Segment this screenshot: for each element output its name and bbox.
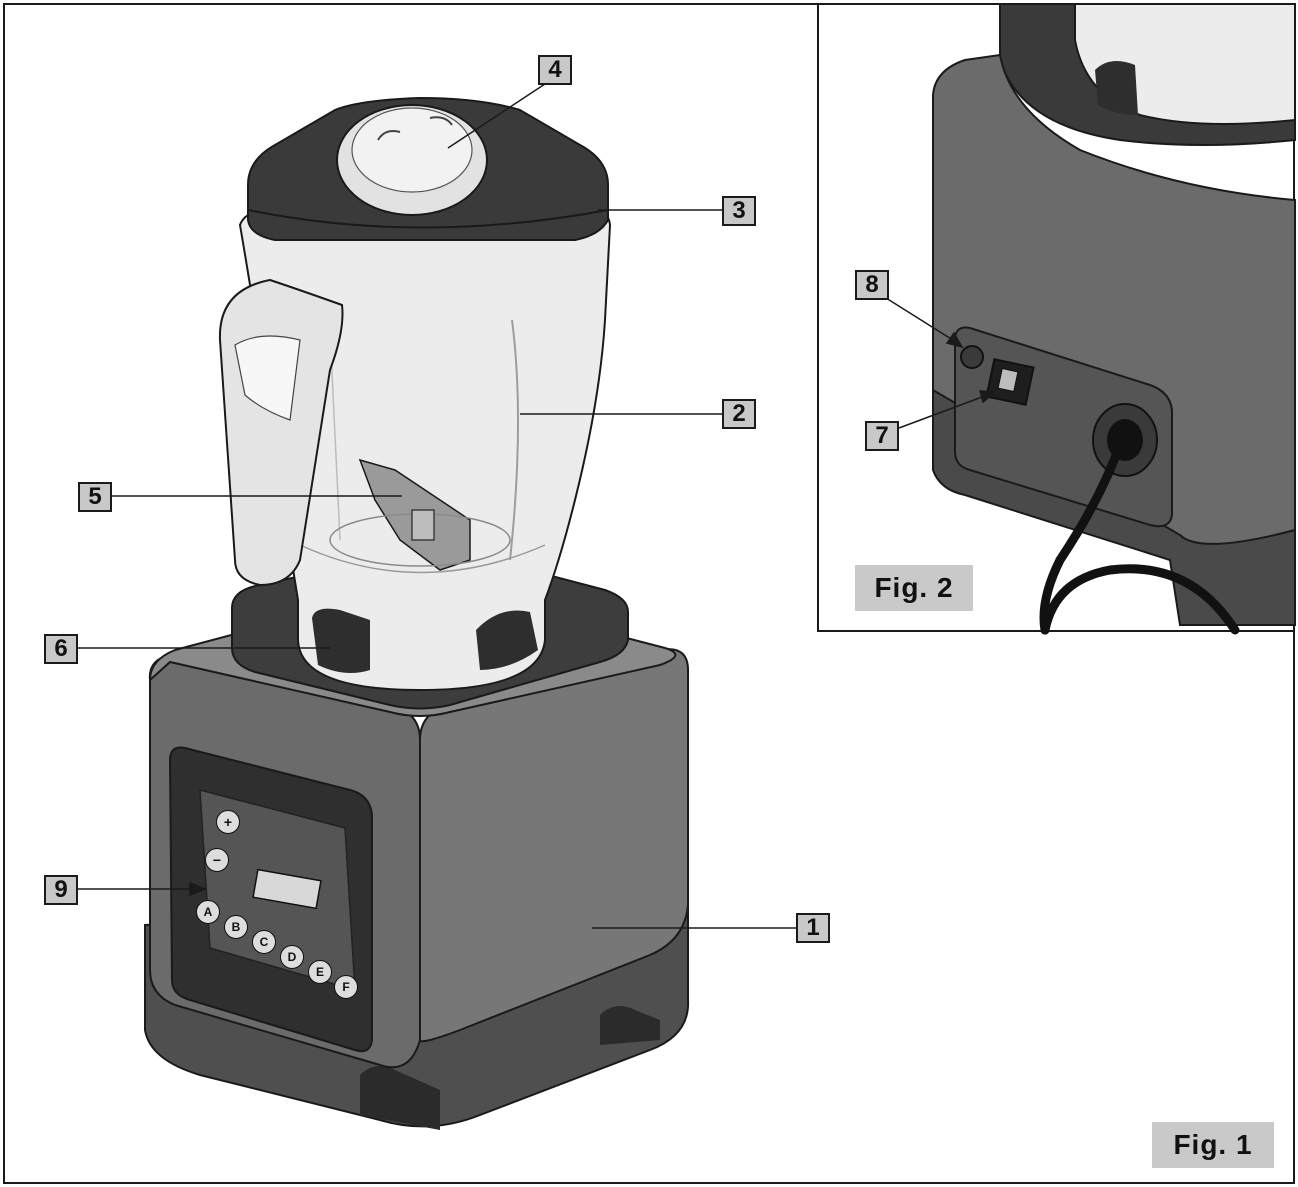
- callout-1: 1: [796, 913, 830, 943]
- leader-8: [885, 297, 957, 343]
- program-button-f[interactable]: F: [334, 975, 358, 999]
- callout-5: 5: [78, 482, 112, 512]
- callout-8: 8: [855, 270, 889, 300]
- arrowhead-8: [945, 331, 964, 349]
- program-button-c-label: C: [259, 935, 269, 949]
- program-button-d[interactable]: D: [280, 945, 304, 969]
- lid-plug-top: [351, 107, 473, 193]
- callout-2: 2: [722, 399, 756, 429]
- base-foot-right: [600, 1006, 660, 1045]
- fig2-illustration: [932, 3, 1296, 635]
- callout-9: 9: [44, 875, 78, 905]
- program-button-a-label: A: [203, 905, 213, 919]
- minus-label: −: [212, 852, 222, 868]
- program-button-f-label: F: [342, 980, 350, 994]
- program-button-a[interactable]: A: [196, 900, 220, 924]
- leader-7: [898, 393, 991, 429]
- reset-button: [960, 345, 984, 369]
- fig2-jar-foot: [1095, 61, 1138, 115]
- callout-3: 3: [722, 196, 756, 226]
- program-button-b-label: B: [231, 920, 241, 934]
- power-cord-loop: [1040, 564, 1240, 635]
- jar-foot-left: [312, 608, 370, 674]
- callout-6: 6: [44, 634, 78, 664]
- fig2-label: Fig. 2: [855, 565, 973, 611]
- program-button-c[interactable]: C: [252, 930, 276, 954]
- arrowhead-9: [189, 881, 208, 897]
- power-switch-rocker: [997, 367, 1019, 393]
- lid-rim-line: [247, 209, 609, 229]
- blade-nut: [411, 509, 435, 541]
- program-button-d-label: D: [287, 950, 297, 964]
- power-cord: [1039, 440, 1125, 635]
- jar-foot-right: [476, 610, 538, 670]
- jar-bottom-line: [299, 544, 546, 574]
- plus-button[interactable]: +: [216, 810, 240, 834]
- program-button-e[interactable]: E: [308, 960, 332, 984]
- program-button-b[interactable]: B: [224, 915, 248, 939]
- fig1-label: Fig. 1: [1152, 1122, 1274, 1168]
- leader-4: [447, 81, 549, 149]
- callout-7: 7: [865, 421, 899, 451]
- plus-label: +: [223, 814, 233, 830]
- jar-rib-right: [509, 319, 520, 561]
- minus-button[interactable]: −: [205, 848, 229, 872]
- program-button-e-label: E: [315, 965, 324, 979]
- lcd-display: [252, 868, 322, 910]
- handle-grip: [234, 335, 301, 421]
- lid-plug-grooves: [377, 116, 453, 141]
- arrowhead-7: [978, 390, 997, 404]
- callout-4: 4: [538, 55, 572, 85]
- base-foot-front: [360, 1066, 440, 1130]
